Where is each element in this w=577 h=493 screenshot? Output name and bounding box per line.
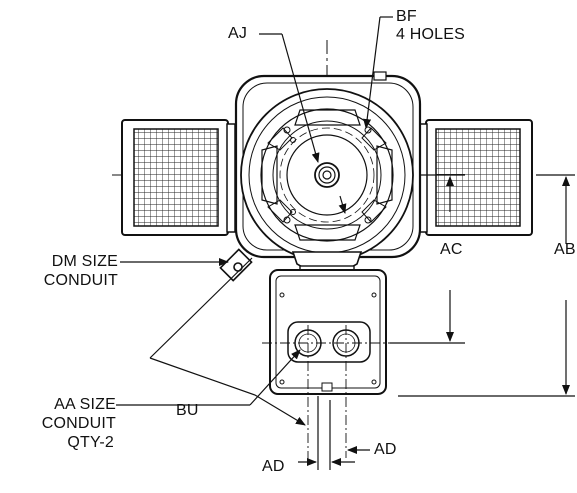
label-aa-qty: QTY-2 — [67, 434, 114, 451]
label-ac: AC — [440, 241, 463, 258]
right-fan-box — [418, 119, 533, 236]
label-aj: AJ — [228, 25, 248, 42]
label-bu: BU — [176, 402, 199, 419]
conduit-box — [269, 251, 387, 395]
dimension-lines — [116, 16, 575, 470]
label-bf-holes: 4 HOLES — [396, 26, 465, 43]
label-aa-conduit: CONDUIT — [41, 415, 116, 432]
left-fan-box — [121, 119, 236, 236]
label-aa-size: AA SIZE — [54, 396, 116, 413]
label-ad-right: AD — [374, 441, 397, 458]
dm-conduit-fitting — [219, 248, 253, 282]
label-dm-conduit: CONDUIT — [43, 272, 118, 289]
label-bf: BF — [396, 8, 417, 25]
label-ad-left: AD — [262, 458, 285, 475]
label-ab: AB — [554, 241, 576, 258]
end-bell — [240, 88, 414, 262]
label-dm-size: DM SIZE — [51, 253, 118, 270]
